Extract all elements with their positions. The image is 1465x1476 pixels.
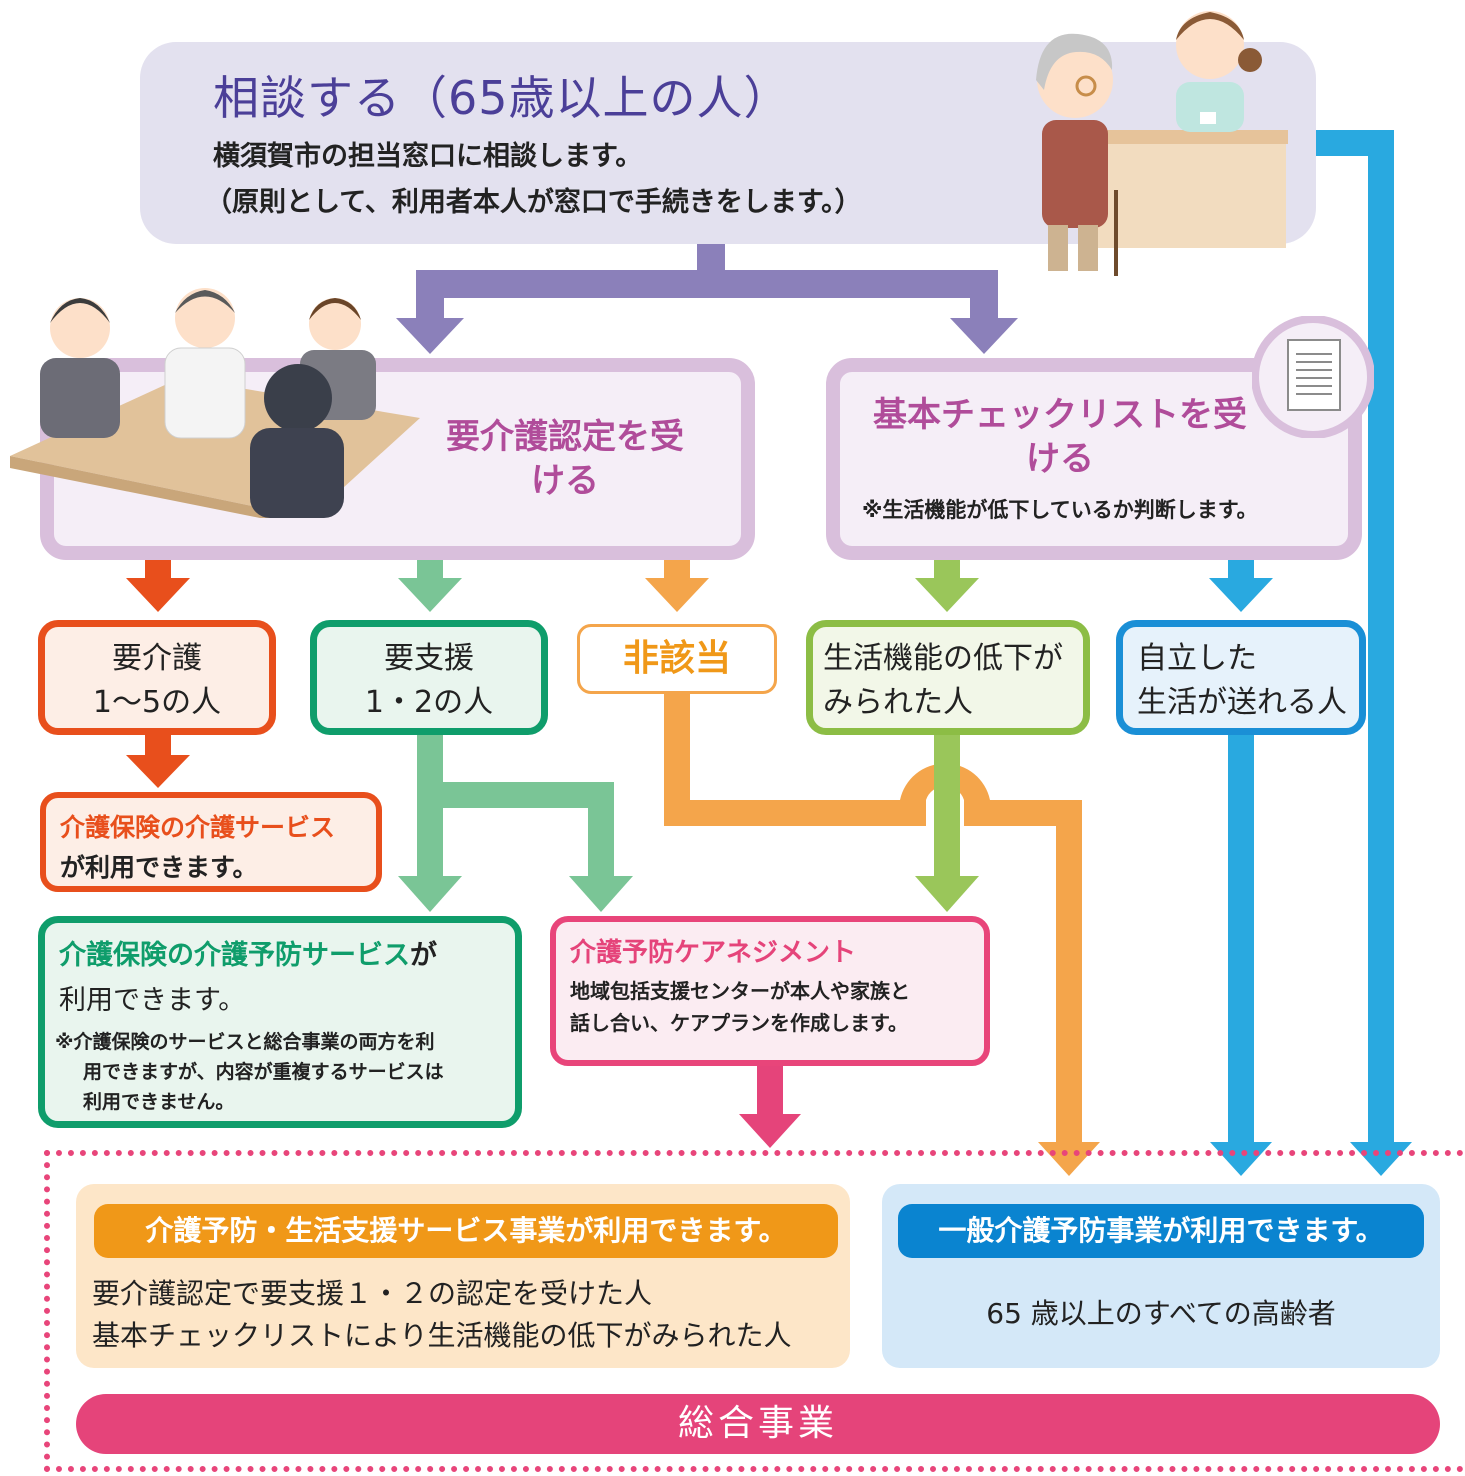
result-not-applicable-label: 非該当 <box>622 638 731 679</box>
result-support-line2: 1・2の人 <box>364 685 494 720</box>
life-support-target-line1: 要介護認定で要支援１・２の認定を受けた人 <box>92 1277 653 1310</box>
prevention-note-line2: 用できますが、内容が重複するサービスは <box>83 1061 444 1083</box>
consult-desc-line2: （原則として、利用者本人が窓口で手続きをします。） <box>205 187 862 218</box>
care-service-box: 介護保険の介護サービス が利用できます。 <box>40 792 382 892</box>
prevention-service-highlight: 介護保険の介護予防サービス <box>59 940 410 971</box>
comprehensive-program-frame <box>44 1150 1464 1472</box>
prevention-service-rest2: 利用できます。 <box>59 985 246 1016</box>
blue-long-arrow <box>1316 130 1412 1176</box>
result-independent-line2: 生活が送れる人 <box>1137 685 1347 720</box>
life-support-badge: 介護予防・生活支援サービス事業が利用できます。 <box>94 1204 838 1258</box>
general-prevention-badge: 一般介護予防事業が利用できます。 <box>898 1204 1424 1258</box>
life-support-target-line2: 基本チェックリストにより生活機能の低下がみられた人 <box>92 1319 792 1352</box>
result-support-line1: 要支援 <box>384 641 474 676</box>
consult-title: 相談する（65歳以上の人） <box>213 71 791 125</box>
care-management-box: 介護予防ケアネジメント 地域包括支援センターが本人や家族と 話し合い、ケアプラン… <box>550 916 990 1066</box>
checklist-doc-icon <box>1252 316 1374 438</box>
care-management-title: 介護予防ケアネジメント <box>570 938 857 968</box>
prevention-service-box: 介護保険の介護予防サービスが 利用できます。 ※介護保険のサービスと総合事業の両… <box>38 916 522 1128</box>
checklist-title: 基本チェックリストを受ける <box>873 395 1247 479</box>
prevention-note-line3: 利用できません。 <box>83 1091 235 1113</box>
result-decline-line2: みられた人 <box>823 685 973 720</box>
care-management-desc-line1: 地域包括支援センターが本人や家族と <box>570 979 910 1003</box>
result-independent-line1: 自立した <box>1137 641 1257 676</box>
counter-illustration <box>1036 11 1288 276</box>
prevention-note: ※介護保険のサービスと総合事業の両方を利 用できますが、内容が重複するサービスは… <box>55 1027 515 1117</box>
result-care-needed: 要介護 1～5の人 <box>38 620 276 735</box>
arrow-to-decline <box>915 560 979 912</box>
consult-desc-line1: 横須賀市の担当窓口に相談します。 <box>213 141 643 172</box>
arrow-to-care <box>126 560 190 788</box>
arrow-to-support <box>398 560 633 912</box>
arrow-from-management <box>739 1066 801 1148</box>
general-prevention-target: 65 歳以上のすべての高齢者 <box>986 1297 1336 1330</box>
meeting-illustration <box>10 288 420 518</box>
care-service-rest: が利用できます。 <box>60 853 258 882</box>
result-independent: 自立した 生活が送れる人 <box>1116 620 1366 735</box>
prevention-note-line1: ※介護保険のサービスと総合事業の両方を利 <box>55 1031 435 1053</box>
certification-title: 要介護認定を受ける <box>446 417 684 501</box>
result-care-line1: 要介護 <box>112 641 202 676</box>
result-care-line2: 1～5の人 <box>92 685 222 720</box>
result-decline-line1: 生活機能の低下が <box>823 641 1063 676</box>
result-function-decline: 生活機能の低下が みられた人 <box>806 620 1090 735</box>
care-service-highlight: 介護保険の介護サービス <box>60 813 336 842</box>
purple-split-arrows <box>396 244 1018 354</box>
result-support-needed: 要支援 1・2の人 <box>310 620 548 735</box>
prevention-service-rest1: が <box>410 940 437 971</box>
arrow-to-not-applicable <box>645 560 1100 1176</box>
care-management-desc-line2: 話し合い、ケアプランを作成します。 <box>570 1011 908 1035</box>
result-not-applicable: 非該当 <box>577 624 777 694</box>
checklist-note: ※生活機能が低下しているか判断します。 <box>862 498 1258 522</box>
care-management-desc: 地域包括支援センターが本人や家族と 話し合い、ケアプランを作成します。 <box>570 975 984 1039</box>
comprehensive-program-bar: 総合事業 <box>76 1394 1440 1454</box>
